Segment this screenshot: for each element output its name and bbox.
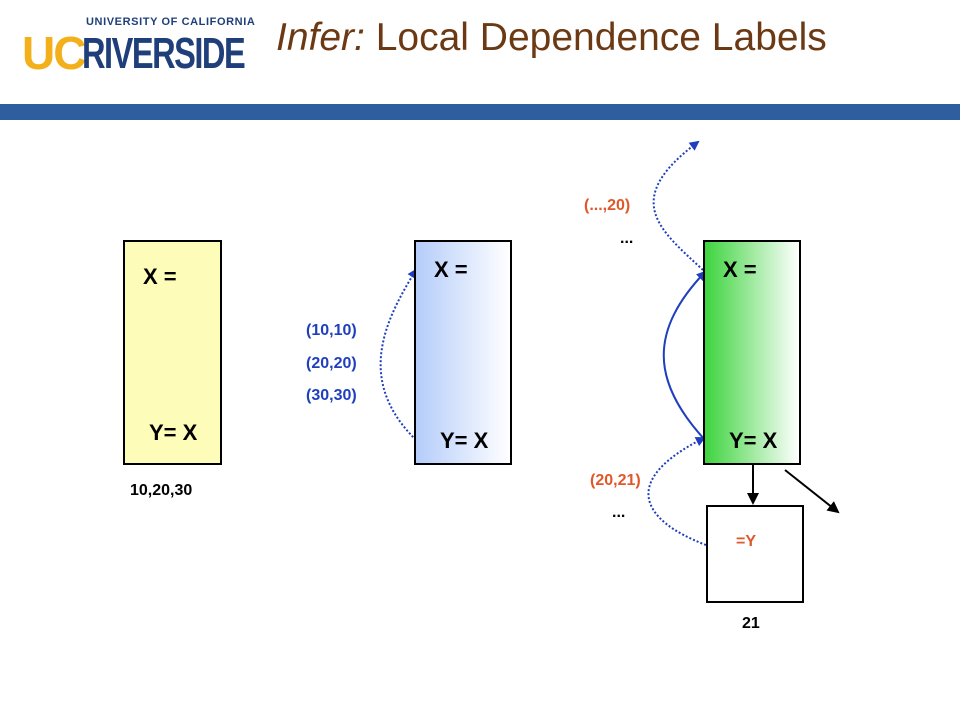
page-title: Infer: Local Dependence Labels xyxy=(276,16,827,60)
box2-dotted-dependence-curve xyxy=(379,268,418,441)
box2-pair-1: (10,10) xyxy=(306,322,357,339)
box4-caption: 21 xyxy=(742,615,760,632)
title-italic-part: Infer: xyxy=(276,16,365,59)
box3-y-label: Y= X xyxy=(729,428,778,453)
box3-lower-ellipsis: ... xyxy=(612,504,626,521)
logo-riverside-text: RIVERSIDE xyxy=(82,29,246,78)
node-box-3: X = Y= X xyxy=(703,240,801,465)
box1-y-label: Y= X xyxy=(149,420,198,445)
box1-x-label: X = xyxy=(143,264,177,289)
uc-riverside-logo: UNIVERSITY OF CALIFORNIA UC RIVERSIDE xyxy=(22,16,255,80)
box3-lower-pair: (20,21) xyxy=(590,472,641,489)
box3-lower-dotted-curve xyxy=(647,437,707,546)
box2-pair-2: (20,20) xyxy=(306,355,357,372)
box3-outgoing-arrow xyxy=(784,469,840,514)
header-divider-bar xyxy=(0,104,960,120)
box3-x-label: X = xyxy=(723,257,757,282)
box3-upper-pair: (...,20) xyxy=(584,197,631,214)
box3-solid-dependence-curve xyxy=(662,270,707,441)
box2-y-label: Y= X xyxy=(440,428,489,453)
title-main-part: Local Dependence Labels xyxy=(375,16,827,59)
box2-pair-3: (30,30) xyxy=(306,387,357,404)
logo-uc-text: UC xyxy=(22,27,86,79)
node-box-4: =Y xyxy=(706,505,804,603)
node-box-2: X = Y= X xyxy=(414,240,512,465)
node-box-1: X = Y= X xyxy=(123,240,222,465)
box3-upper-dotted-curve xyxy=(652,140,704,271)
box2-x-label: X = xyxy=(434,257,468,282)
box4-label: =Y xyxy=(736,533,757,550)
box3-upper-ellipsis: ... xyxy=(620,230,634,247)
box1-caption: 10,20,30 xyxy=(130,482,193,499)
logo-university-text: UNIVERSITY OF CALIFORNIA xyxy=(86,16,256,28)
